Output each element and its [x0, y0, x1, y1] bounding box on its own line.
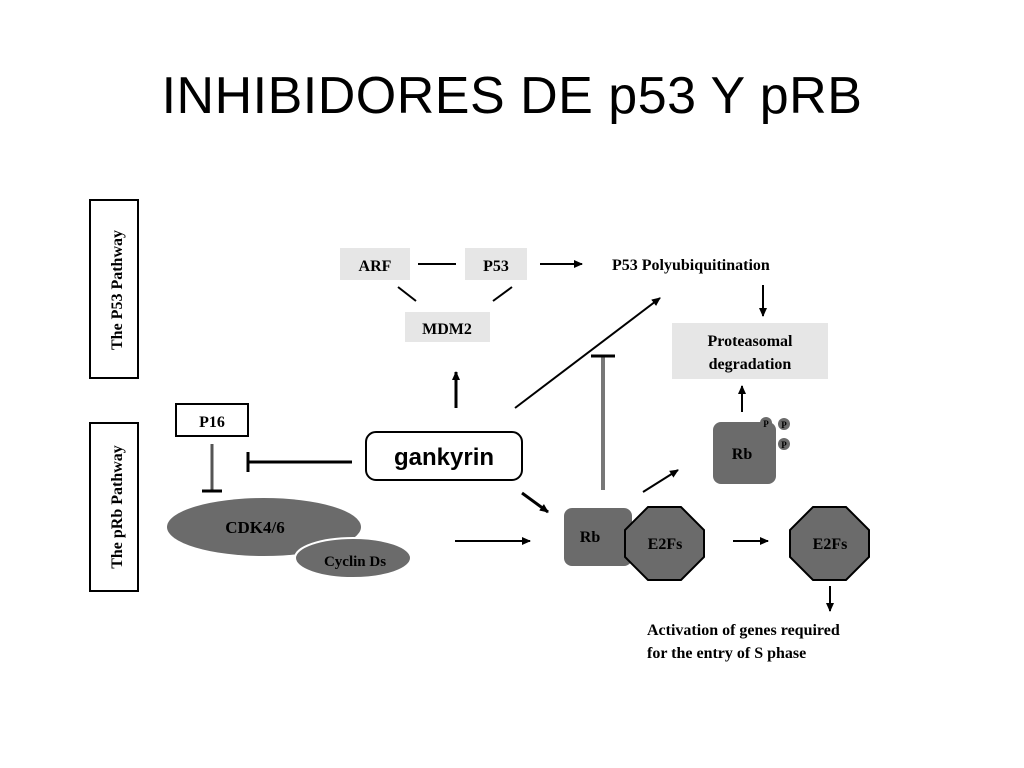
proteasomal-label-line2: degradation	[709, 356, 792, 373]
phospho-site-3	[778, 438, 790, 450]
arf-mdm2-link	[397, 286, 417, 302]
gankyrin-to-polyubiquitination-arrow	[514, 297, 661, 409]
rb-complex-label: Rb	[580, 529, 601, 546]
phospho-mark-3: P	[781, 440, 787, 450]
e2f-free-shape	[789, 506, 870, 581]
slide-title: INHIBIDORES DE p53 Y pRB	[161, 67, 863, 125]
p53-pathway-label: The P53 Pathway	[89, 199, 139, 379]
p53-label: P53	[483, 258, 509, 275]
phospho-site-2	[778, 418, 790, 430]
activation-label-line1: Activation of genes required	[647, 622, 840, 639]
proteasomal-label-line1: Proteasomal	[707, 333, 793, 350]
polyubiquitination-label: P53 Polyubiquitination	[612, 257, 770, 274]
cdk-label: CDK4/6	[225, 518, 285, 537]
arf-box	[340, 248, 410, 280]
p16-label: P16	[199, 414, 225, 431]
e2f-free-label: E2Fs	[813, 536, 848, 553]
phospho-mark-1: P	[763, 419, 769, 429]
gankyrin-box	[365, 431, 523, 481]
p53-box	[465, 248, 527, 280]
gankyrin-to-rb-arrow	[521, 491, 549, 514]
arf-label: ARF	[359, 258, 392, 275]
prb-pathway-label: The pRb Pathway	[89, 422, 139, 592]
phospho-rb-label: Rb	[732, 446, 753, 463]
phospho-mark-2: P	[781, 420, 787, 430]
phospho-site-1	[760, 417, 772, 429]
e2f-complex-shape	[624, 506, 705, 581]
rb-complex-shape	[564, 508, 632, 566]
complex-to-phospho-rb-arrow	[642, 469, 679, 493]
p53-mdm2-link	[492, 286, 513, 302]
mdm2-label: MDM2	[422, 321, 472, 338]
proteasomal-box	[672, 323, 828, 379]
mdm2-box	[405, 312, 490, 342]
gankyrin-label: gankyrin	[394, 444, 494, 471]
e2f-complex-label: E2Fs	[648, 536, 683, 553]
cyclin-ellipse	[294, 537, 412, 579]
p53-pathway-text: The P53 Pathway	[109, 230, 126, 350]
prb-pathway-text: The pRb Pathway	[109, 445, 126, 569]
cdk-ellipse	[167, 498, 361, 556]
cyclin-label: Cyclin Ds	[324, 554, 386, 570]
activation-label-line2: for the entry of S phase	[647, 645, 806, 662]
phospho-rb-shape	[713, 422, 776, 484]
p16-box	[175, 403, 249, 437]
